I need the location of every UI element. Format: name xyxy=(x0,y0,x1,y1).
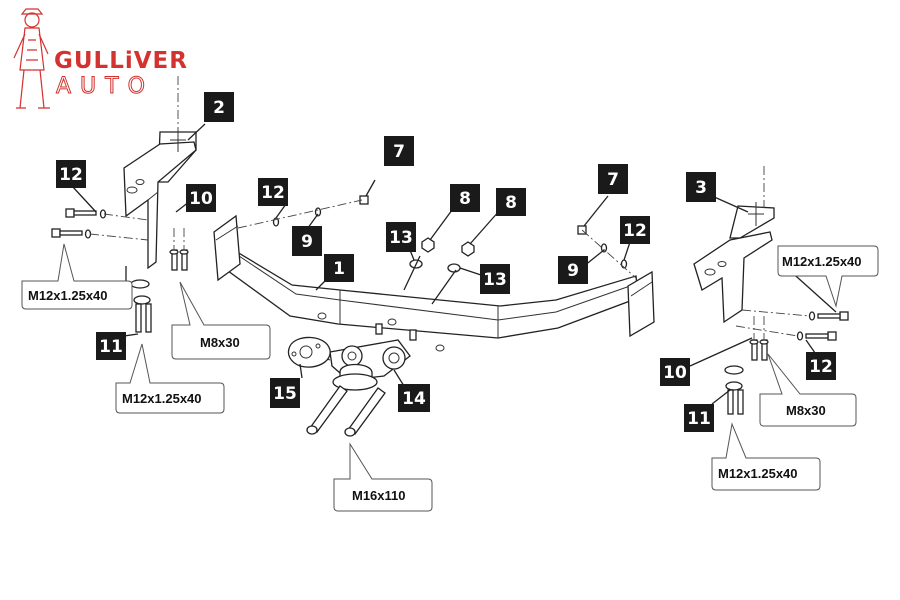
callout-m12-left-bottom: M12x1.25x40 xyxy=(115,343,225,414)
gulliver-figure-icon xyxy=(13,8,50,109)
left-bracket xyxy=(123,76,197,270)
part-tag-13-left: 13 xyxy=(386,222,416,252)
svg-text:8: 8 xyxy=(505,193,517,213)
brand-name: GULLiVER xyxy=(54,48,188,74)
svg-text:11: 11 xyxy=(687,409,711,429)
main-beam xyxy=(213,214,655,352)
svg-text:13: 13 xyxy=(389,228,413,248)
callout-m8-left: M8x30 xyxy=(171,281,271,360)
part-tag-10-left: 10 xyxy=(186,184,216,212)
part-tag-13-right: 13 xyxy=(480,264,510,294)
part-tag-1: 1 xyxy=(324,254,354,282)
part-tag-2: 2 xyxy=(204,92,234,122)
part-tag-14: 14 xyxy=(398,384,430,412)
brand-subname: AUTO xyxy=(56,74,154,99)
svg-text:7: 7 xyxy=(393,142,405,162)
callout-m12-left-top: M12x1.25x40 xyxy=(21,243,133,310)
svg-text:10: 10 xyxy=(189,189,213,209)
callout-text: M16x110 xyxy=(352,488,406,503)
right-vertical-bolts xyxy=(724,316,769,415)
part-tag-12-left-inner: 12 xyxy=(258,178,288,206)
svg-text:12: 12 xyxy=(261,183,285,203)
callout-text: M12x1.25x40 xyxy=(718,466,798,481)
svg-text:12: 12 xyxy=(623,221,647,241)
callout-m12-right-top: M12x1.25x40 xyxy=(777,245,879,308)
part-tag-7-right: 7 xyxy=(598,164,628,194)
part-tag-10-right: 10 xyxy=(660,358,690,386)
part-tag-9-right: 9 xyxy=(558,256,588,284)
right-side-bolts xyxy=(735,309,849,341)
callout-m12-right-bottom: M12x1.25x40 xyxy=(711,422,821,491)
part-tag-12-right-inner: 12 xyxy=(620,216,650,244)
part-tag-8-left: 8 xyxy=(450,184,480,212)
right-bracket xyxy=(693,166,775,324)
svg-text:10: 10 xyxy=(663,363,687,383)
svg-text:14: 14 xyxy=(402,389,426,409)
gulliver-logo: GULLiVER AUTO xyxy=(13,8,188,109)
svg-text:2: 2 xyxy=(213,98,225,118)
left-vertical-bolts xyxy=(130,228,189,333)
callout-text: M8x30 xyxy=(200,335,240,350)
part-tag-7-left: 7 xyxy=(384,136,414,166)
svg-text:1: 1 xyxy=(333,259,345,279)
svg-text:8: 8 xyxy=(459,189,471,209)
callout-text: M12x1.25x40 xyxy=(122,391,202,406)
part-tag-12-left-outer: 12 xyxy=(56,160,86,188)
left-side-bolts xyxy=(51,208,149,241)
svg-text:3: 3 xyxy=(695,178,707,198)
part-tag-15: 15 xyxy=(270,378,300,408)
electrical-socket xyxy=(287,336,331,368)
svg-text:12: 12 xyxy=(59,165,83,185)
svg-text:11: 11 xyxy=(99,337,123,357)
tow-ball-mount xyxy=(317,323,417,391)
part-tag-12-right-outer: 12 xyxy=(806,352,836,380)
svg-text:12: 12 xyxy=(809,357,833,377)
part-tag-11-right: 11 xyxy=(684,404,714,432)
part-tag-9-left: 9 xyxy=(292,226,322,256)
callout-m16: M16x110 xyxy=(333,442,433,512)
leader-lines xyxy=(71,123,837,405)
part-tag-8-right: 8 xyxy=(496,188,526,216)
svg-text:9: 9 xyxy=(567,261,579,281)
svg-text:9: 9 xyxy=(301,232,313,252)
callout-text: M8x30 xyxy=(786,403,826,418)
part-tags: 2 3 1 12 10 12 9 7 8 8 13 13 7 12 9 12 1… xyxy=(56,92,836,432)
part-tag-3: 3 xyxy=(686,172,716,202)
callout-text: M12x1.25x40 xyxy=(782,254,862,269)
m16-bolts xyxy=(306,385,386,437)
svg-text:13: 13 xyxy=(483,270,507,290)
part-tag-11-left: 11 xyxy=(96,332,126,360)
callout-m8-right: M8x30 xyxy=(759,353,857,427)
svg-text:7: 7 xyxy=(607,170,619,190)
svg-text:15: 15 xyxy=(273,384,297,404)
callout-text: M12x1.25x40 xyxy=(28,288,108,303)
